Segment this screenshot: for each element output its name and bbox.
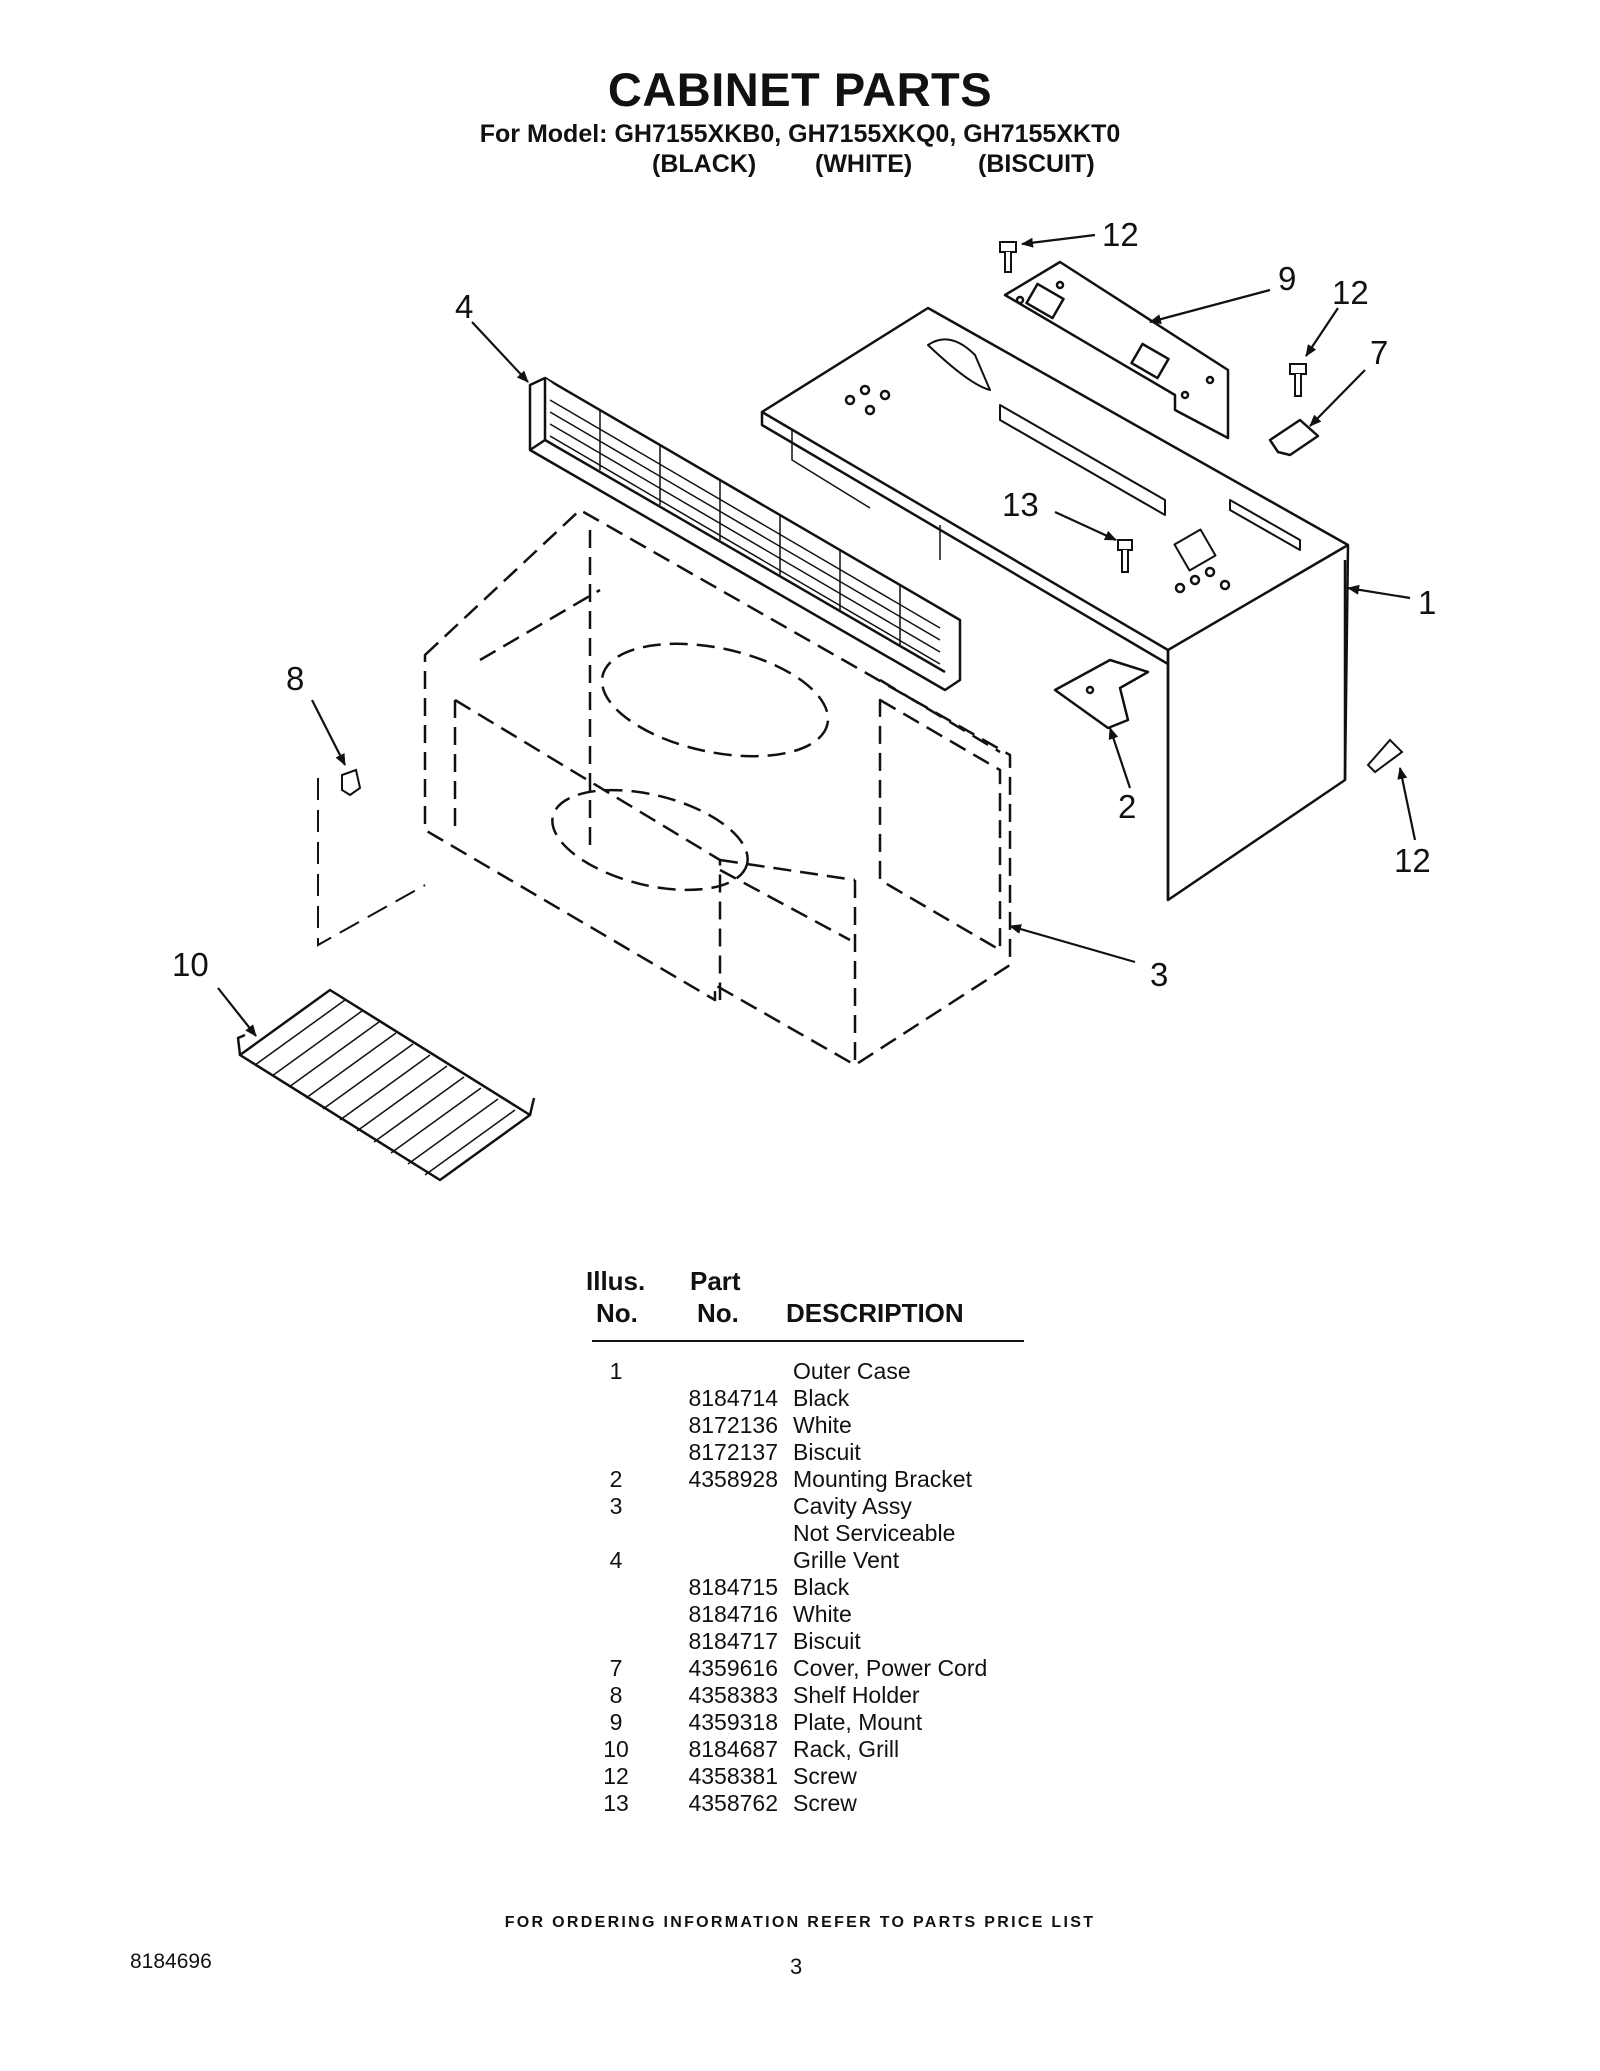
callout-1: 1 <box>1418 584 1436 621</box>
shelf-holder <box>317 768 426 947</box>
header-illus-line1: Illus. <box>586 1266 646 1296</box>
screws <box>999 241 1404 774</box>
color-biscuit: (BISCUIT) <box>978 150 1095 178</box>
document-number: 8184696 <box>130 1950 212 1973</box>
ordering-note: FOR ORDERING INFORMATION REFER TO PARTS … <box>504 1914 1096 1931</box>
mount-plate <box>1003 260 1230 440</box>
callout-12-bottom: 12 <box>1394 842 1431 879</box>
header-illus-line2: No. <box>596 1298 638 1328</box>
color-black: (BLACK) <box>652 150 757 178</box>
callout-7: 7 <box>1370 334 1388 371</box>
callout-12-top: 12 <box>1102 216 1139 253</box>
callout-10: 10 <box>172 946 209 983</box>
page-number: 3 <box>790 1954 803 1979</box>
header-part-line2: No. <box>697 1298 739 1328</box>
outer-case <box>760 306 1350 902</box>
exploded-parts-diagram: 12 9 12 7 4 13 1 8 2 12 10 3 <box>172 216 1436 1182</box>
callout-13: 13 <box>1002 486 1039 523</box>
cavity-assembly <box>423 508 1012 1067</box>
rack-grill <box>236 988 536 1182</box>
grille-vent <box>528 376 962 692</box>
model-line: For Model: GH7155XKB0, GH7155XKQ0, GH715… <box>479 120 1121 148</box>
header-description: DESCRIPTION <box>786 1298 964 1328</box>
callout-2: 2 <box>1118 788 1136 825</box>
callout-9: 9 <box>1278 260 1296 297</box>
callout-4: 4 <box>455 288 473 325</box>
page-title: CABINET PARTS <box>607 63 993 116</box>
table-header-rule <box>592 1340 1024 1342</box>
power-cord-cover <box>1268 418 1320 457</box>
header-part-line1: Part <box>690 1266 741 1296</box>
callout-8: 8 <box>286 660 304 697</box>
mounting-bracket <box>1053 658 1150 730</box>
callout-12-right: 12 <box>1332 274 1369 311</box>
color-white: (WHITE) <box>815 150 913 178</box>
callout-3: 3 <box>1150 956 1168 993</box>
